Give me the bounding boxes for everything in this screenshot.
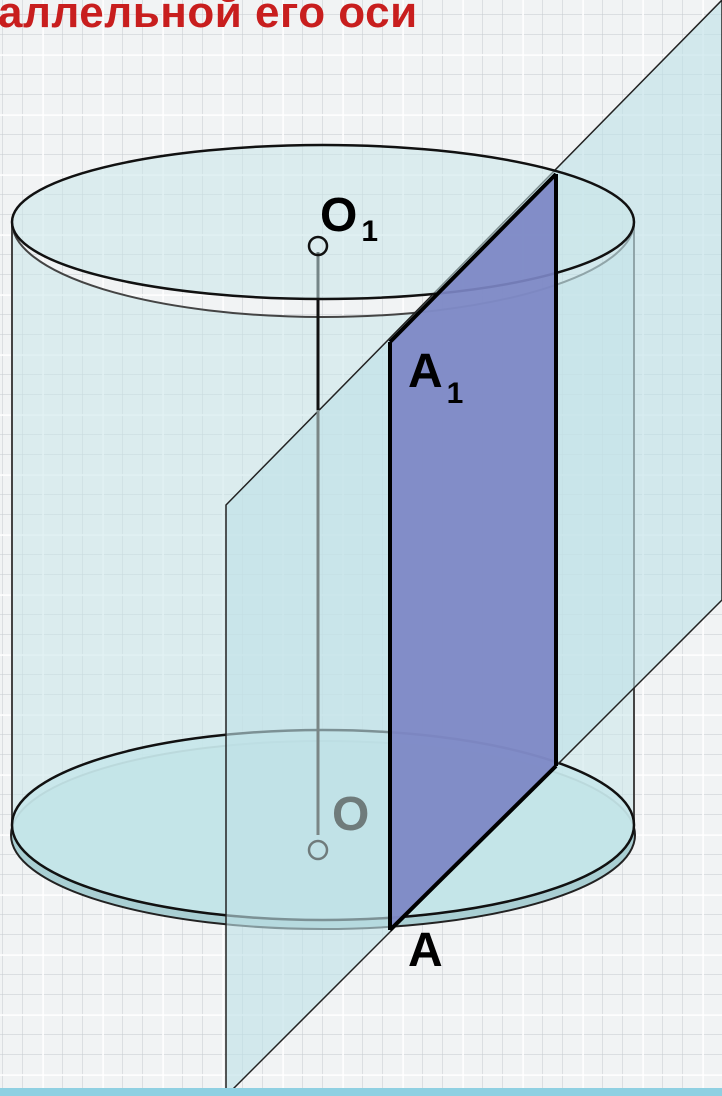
label-o: O [332,788,369,841]
bottom-band [0,1088,722,1096]
slide-title: аллельной его оси [0,0,418,37]
point-o-icon [307,839,329,861]
point-o1-icon [307,235,329,257]
axial-section [390,174,556,930]
section-edge-bottom [388,764,558,932]
label-a: A [408,924,443,977]
section-edge-top [388,172,558,344]
